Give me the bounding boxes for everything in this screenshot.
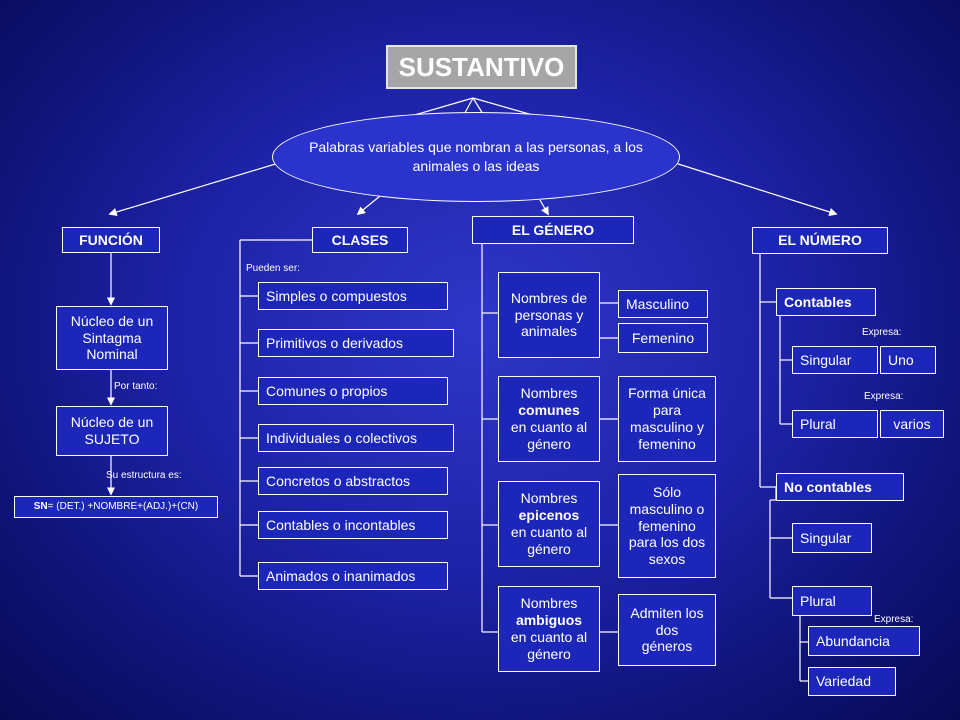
comunes-desc-box: Forma única para masculino y femenino [618, 376, 716, 462]
singular-contable-box: Singular [792, 346, 878, 374]
nucleo-sujeto-box: Núcleo de un SUJETO [56, 406, 168, 456]
comunes-keyword: comunes [518, 402, 580, 419]
numero-header: EL NÚMERO [752, 227, 888, 254]
page-title: SUSTANTIVO [386, 45, 577, 89]
clase-item: Contables o incontables [258, 511, 448, 539]
formula-sn-text: = (DET.) +NOMBRE+(ADJ.)+(CN) [47, 501, 199, 512]
expresa-label-uno: Expresa: [862, 327, 902, 338]
ambiguos-desc-box: Admiten los dos géneros [618, 594, 716, 666]
clases-header: CLASES [312, 227, 408, 253]
comunes-box: Nombres comunes en cuanto al género [498, 376, 600, 462]
ambiguos-line1: Nombres [520, 595, 578, 612]
comunes-line3: en cuanto al género [510, 419, 588, 452]
uno-box: Uno [880, 346, 936, 374]
expresa-label-varios: Expresa: [864, 391, 904, 402]
pueden-ser-label: Pueden ser: [246, 263, 300, 274]
clase-item: Concretos o abstractos [258, 467, 448, 495]
expresa-label-abundancia: Expresa: [874, 614, 914, 625]
funcion-header: FUNCIÓN [62, 227, 160, 253]
ambiguos-line3: en cuanto al género [510, 629, 588, 662]
variedad-box: Variedad [808, 667, 896, 696]
formula-sn-abbr: SN [33, 501, 48, 512]
clase-item: Primitivos o derivados [258, 329, 454, 357]
clase-item: Individuales o colectivos [258, 424, 454, 452]
plural-nocontable-box: Plural [792, 586, 872, 616]
clase-item: Animados o inanimados [258, 562, 448, 590]
personas-box: Nombres de personas y animales [498, 272, 600, 358]
varios-box: varios [880, 410, 944, 438]
por-tanto-label: Por tanto: [114, 381, 158, 392]
clase-item: Comunes o propios [258, 377, 448, 405]
epicenos-keyword: epicenos [518, 507, 580, 524]
abundancia-box: Abundancia [808, 626, 920, 656]
clase-item: Simples o compuestos [258, 282, 448, 310]
ambiguos-keyword: ambiguos [515, 612, 583, 629]
plural-contable-box: Plural [792, 410, 878, 438]
femenino-box: Femenino [618, 323, 708, 353]
genero-header: EL GÉNERO [472, 216, 634, 244]
epicenos-box: Nombres epicenos en cuanto al género [498, 481, 600, 567]
formula-sn-box: SN= (DET.) +NOMBRE+(ADJ.)+(CN) [14, 496, 218, 518]
nucleo-sn-box: Núcleo de un Sintagma Nominal [56, 306, 168, 370]
contables-box: Contables [776, 288, 876, 316]
epicenos-line1: Nombres [520, 490, 578, 507]
ambiguos-box: Nombres ambiguos en cuanto al género [498, 586, 600, 672]
epicenos-line3: en cuanto al género [510, 524, 588, 557]
no-contables-box: No contables [776, 473, 904, 501]
su-estructura-label: Su estructura es: [106, 470, 182, 481]
masculino-box: Masculino [618, 290, 708, 318]
definition-ellipse: Palabras variables que nombran a las per… [272, 112, 680, 202]
singular-nocontable-box: Singular [792, 523, 872, 553]
comunes-line1: Nombres [520, 385, 578, 402]
epicenos-desc-box: Sólo masculino o femenino para los dos s… [618, 474, 716, 578]
